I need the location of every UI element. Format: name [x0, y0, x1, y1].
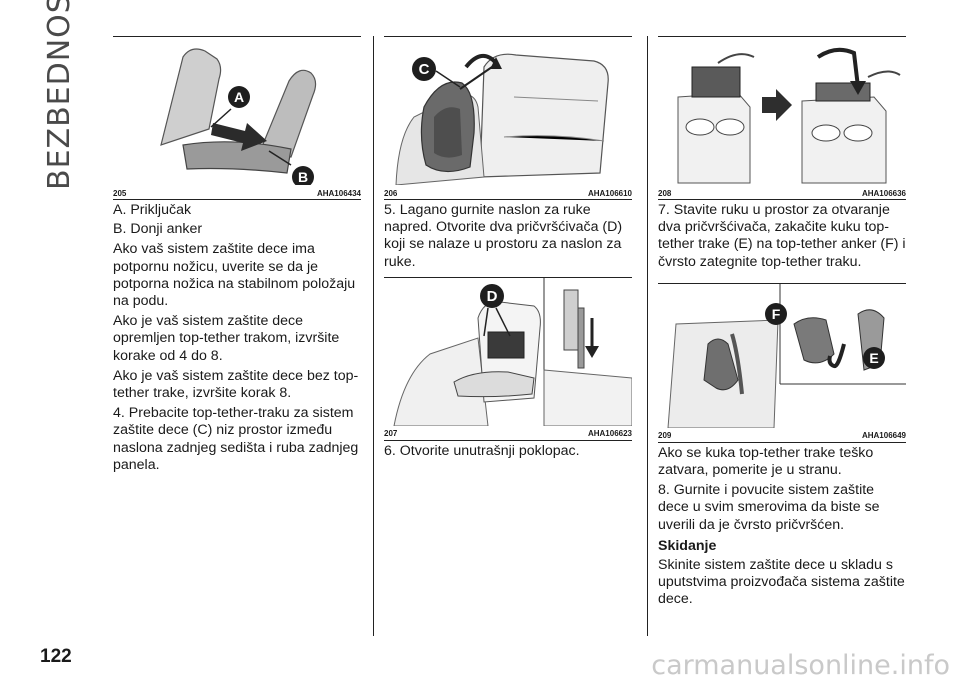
figure-code: AHA106649 [861, 431, 906, 441]
figure-caption: 205 AHA106434 [113, 187, 361, 200]
figure-205: A B [113, 37, 361, 185]
figure-caption: 207 AHA106623 [384, 428, 632, 441]
column-3: 208 AHA106636 7. Stavite ruku u prostor … [658, 36, 906, 609]
armrest-opening-illustration [677, 47, 901, 184]
figure-code: AHA106636 [861, 188, 906, 198]
figure-number: 206 [384, 188, 398, 198]
paragraph: 6. Otvorite unutrašnji poklopac. [384, 442, 580, 459]
paragraph: 7. Stavite ruku u prostor za otvaranje d… [658, 202, 906, 270]
paragraph: Ako se kuka top-tether trake teško zatva… [658, 444, 874, 479]
figure-206: C [384, 37, 632, 185]
figure-label: E [869, 350, 878, 366]
figure-caption: 209 AHA106649 [658, 430, 906, 443]
paragraph: Skinite sistem zaštite dece u skladu s u… [658, 557, 905, 608]
watermark: carmanualsonline.info [651, 650, 950, 681]
seat-anchor-illustration: A B [160, 48, 317, 185]
figure-label: C [419, 61, 430, 78]
paragraph: Ako je vaš sistem zaštite dece opremljen… [113, 313, 340, 364]
rear-seat-tether-illustration: C [395, 53, 609, 185]
column-3-text-b: Ako se kuka top-tether trake teško zatva… [658, 445, 906, 609]
section-title: BEZBEDNOST [42, 0, 77, 190]
figure-number: 205 [113, 188, 127, 198]
figure-207: D [384, 277, 632, 426]
figure-label: A [234, 89, 244, 105]
column-1-text: A. Priključak B. Donji anker Ako vaš sis… [113, 202, 361, 474]
paragraph: Ako vaš sistem zaštite dece ima potpornu… [113, 241, 356, 310]
figure-label: F [772, 306, 781, 322]
figure-208 [658, 37, 906, 185]
page-number: 122 [40, 646, 72, 667]
paragraph: 8. Gurnite i povucite sistem zaštite dec… [658, 482, 880, 533]
tether-anchor-hook-illustration: F E [667, 283, 906, 428]
column-3-text-a: 7. Stavite ruku u prostor za otvaranje d… [658, 202, 906, 271]
column-2-text-a: 5. Lagano gurnite naslon za ruke napred.… [384, 202, 632, 271]
column-divider [373, 36, 374, 636]
paragraph: Ako je vaš sistem zaštite dece bez top-t… [113, 367, 359, 402]
figure-number: 208 [658, 188, 672, 198]
figure-code: AHA106610 [587, 188, 632, 198]
paragraph: A. Priključak [113, 202, 192, 218]
paragraph: 4. Prebacite top-tether-traku za sistem … [113, 405, 359, 473]
figure-209: F E [658, 283, 906, 428]
figure-number: 209 [658, 431, 672, 441]
column-2-text-b: 6. Otvorite unutrašnji poklopac. [384, 443, 632, 460]
paragraph: B. Donji anker [113, 221, 203, 238]
column-2: C 206 AHA106610 5. Lagano gurnite naslon… [384, 36, 632, 460]
figure-code: AHA106434 [316, 188, 361, 198]
column-1: A B 205 AHA106434 A. Priključak B. Donji… [113, 36, 361, 474]
armrest-fasteners-illustration: D [393, 277, 632, 426]
figure-label: B [298, 169, 308, 185]
figure-caption: 208 AHA106636 [658, 187, 906, 200]
paragraph: 5. Lagano gurnite naslon za ruke napred.… [384, 202, 623, 270]
figure-code: AHA106623 [587, 429, 632, 439]
figure-label: D [487, 288, 498, 305]
column-divider [647, 36, 648, 636]
figure-number: 207 [384, 429, 398, 439]
section-heading: Skidanje [658, 537, 717, 554]
figure-caption: 206 AHA106610 [384, 187, 632, 200]
